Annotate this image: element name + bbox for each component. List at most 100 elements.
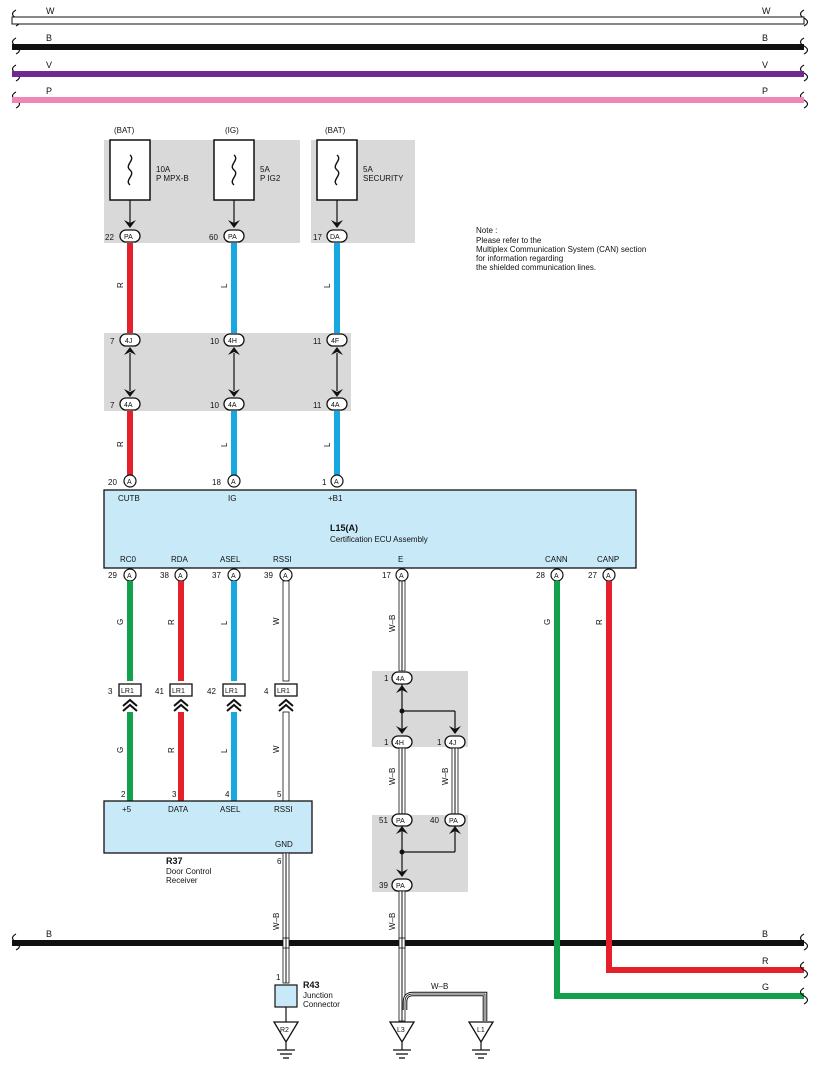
lr1-4-label: LR1 — [277, 688, 290, 695]
bus-bottom-b-left: B — [46, 929, 52, 939]
fuse-1-pin: 22 — [105, 233, 114, 242]
fuse-1-conn-label: PA — [124, 234, 133, 241]
jt-3-lower-conn — [326, 397, 348, 411]
ecu-top-pin-1-num: 20 — [108, 478, 117, 487]
jt-2-upper-label: 4H — [228, 338, 237, 345]
ecu-body — [103, 489, 637, 569]
note-line-2: Multiplex Communication System (CAN) sec… — [476, 245, 646, 254]
ecu-id: L15(A) — [330, 523, 358, 533]
bus-p-wire — [12, 97, 804, 103]
wire-wb-down: W–B — [388, 913, 397, 930]
ecu-top-pin-2-num: 18 — [212, 478, 221, 487]
ecu-bottom-pin-7-num: 27 — [588, 571, 597, 580]
ground-wb-wires: W–B W–B — [388, 747, 459, 816]
wire-g-cann: G — [543, 619, 552, 625]
jt-3-upper-label: 4F — [331, 338, 339, 345]
jt-1-upper-pin: 7 — [110, 337, 115, 346]
ecu-bottom-pin-4-name: RSSI — [273, 555, 292, 564]
wire-r-lower: R — [116, 441, 125, 447]
fuse-2-connector — [223, 229, 245, 243]
bus-bottom-b-right: B — [762, 929, 768, 939]
fuse-2-supply: (IG) — [225, 126, 239, 135]
fuse-1-rating: 10A — [156, 165, 171, 174]
lr1-2-box — [169, 683, 193, 697]
gj-pa-bottom-label: PA — [396, 883, 405, 890]
ecu-bottom-pin-5-num: 17 — [382, 571, 391, 580]
ecu-bottom-pin-6-conn: A — [554, 573, 559, 580]
fuse-1-connector — [119, 229, 141, 243]
jt-1-lower-conn — [119, 397, 141, 411]
ground-l3-icon: L3 — [388, 1021, 416, 1059]
ecu-bottom-pin-7-name: CANP — [597, 555, 619, 564]
receiver-pin-2-num: 3 — [172, 790, 177, 799]
bus-b-label-left: B — [46, 33, 52, 43]
gj-pa-left-pin: 51 — [379, 816, 388, 825]
bus-v-label-left: V — [46, 60, 52, 70]
lr1-2-label: LR1 — [172, 688, 185, 695]
bus-v-label-right: V — [762, 60, 768, 70]
receiver-name-line2: Receiver — [166, 876, 198, 885]
ecu-bottom-pin-2-name: RDA — [171, 555, 189, 564]
bottom-buses: B B R G — [11, 929, 809, 1005]
jt-3-upper-pin: 11 — [313, 337, 322, 346]
lr1-1-label: LR1 — [121, 688, 134, 695]
ground-l1-label: L1 — [477, 1027, 485, 1034]
lr1-2-pin: 41 — [155, 687, 164, 696]
receiver-pin-3-name: ASEL — [220, 805, 241, 814]
ecu-bottom-pin-1-name: RC0 — [120, 555, 137, 564]
gj-mid-left-label: 4H — [395, 740, 404, 747]
bus-w-wire — [11, 16, 805, 25]
note-title: Note : — [476, 226, 497, 235]
note-line-4: the shielded communication lines. — [476, 263, 596, 272]
lr1-4-box — [274, 683, 298, 697]
bus-b-label-right: B — [762, 33, 768, 43]
ecu-bottom-pin-7-conn: A — [606, 573, 611, 580]
wire-r-1: R — [167, 619, 176, 625]
note-block: Note : Please refer to the Multiplex Com… — [476, 226, 646, 272]
gj-pa-bottom-pin: 39 — [379, 881, 388, 890]
gj-top-label: 4A — [396, 676, 405, 683]
ecu-bottom-pin-3-name: ASEL — [220, 555, 241, 564]
fuse-connectors: 22 PA 60 PA 17 DA — [105, 229, 348, 243]
ground-l1-icon: L1 — [467, 1021, 495, 1059]
jt-3-lower-label: 4A — [331, 402, 340, 409]
top-buses: W W B B V V P P — [11, 6, 809, 109]
lr1-1-box — [118, 683, 142, 697]
receiver-gnd-name: GND — [275, 840, 293, 849]
receiver-pin-3-num: 4 — [225, 790, 230, 799]
junction-panel-top: 7 4J 7 4A 10 4H 10 4A 11 4F 11 4A — [104, 333, 351, 411]
ecu-top-pin-3-name: +B1 — [328, 494, 343, 503]
gj-top-pin: 1 — [384, 674, 389, 683]
wire-r-upper: R — [116, 282, 125, 288]
ecu-bottom-pin-3-conn: A — [231, 573, 236, 580]
fuse-2-conn-label: PA — [228, 234, 237, 241]
wire-w-1: W — [272, 617, 281, 625]
ecu-top-pin-3-num: 1 — [322, 478, 327, 487]
fuse-3-conn-label: DA — [330, 234, 340, 241]
wire-l-2: L — [220, 748, 229, 753]
lr1-4-pin: 4 — [264, 687, 269, 696]
ecu-assembly: L15(A) Certification ECU Assembly 20 A C… — [103, 474, 637, 582]
lr1-to-receiver-wires: G R L W — [116, 711, 290, 802]
receiver-pin-2-name: DATA — [168, 805, 189, 814]
ecu-top-pin-2-name: IG — [228, 494, 236, 503]
receiver-body — [103, 800, 313, 854]
door-control-receiver: 2 3 4 5 +5 DATA ASEL RSSI GND R37 Door C… — [103, 790, 313, 885]
fuse-1-symbol — [127, 154, 133, 186]
jt-2-upper-pin: 10 — [210, 337, 219, 346]
wire-wb-left: W–B — [388, 768, 397, 785]
bus-bottom-b — [12, 940, 804, 946]
ecu-top-pin-1-conn: A — [127, 479, 132, 486]
receiver-id: R37 — [166, 856, 183, 866]
ecu-top-pin-1-name: CUTB — [118, 494, 140, 503]
lr1-connectors: 3 LR1 41 LR1 42 LR1 4 LR1 — [108, 683, 298, 712]
lr1-3-pin: 42 — [207, 687, 216, 696]
fuse-3-supply: (BAT) — [325, 126, 346, 135]
wire-r-canp: R — [595, 619, 604, 625]
ecu-bottom-pin-5-conn: A — [399, 573, 404, 580]
jt-2-upper-conn — [223, 333, 245, 347]
ground-r2-icon: R2 — [272, 1021, 300, 1059]
ecu-bottom-pin-5-name: E — [398, 555, 403, 564]
wire-w-2: W — [272, 745, 281, 753]
ecu-top-pin-2-conn: A — [231, 479, 236, 486]
